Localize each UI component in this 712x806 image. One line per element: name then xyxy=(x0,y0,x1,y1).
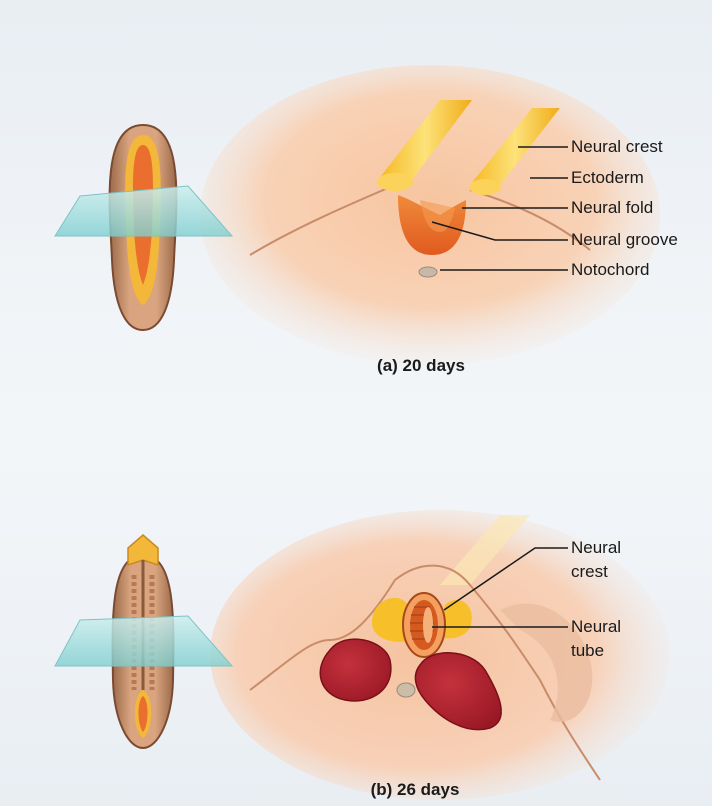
notochord-shape xyxy=(419,267,437,277)
notochord-shape-b xyxy=(397,683,415,697)
caption-panel-b: (b) 26 days xyxy=(371,780,460,800)
label-neural-crest-b-line1: Neural xyxy=(571,538,621,558)
section-plane-b xyxy=(55,616,232,666)
panel-b-embryo xyxy=(55,535,232,748)
label-neural-fold: Neural fold xyxy=(571,198,653,218)
caption-panel-a: (a) 20 days xyxy=(377,356,465,376)
label-neural-groove: Neural groove xyxy=(571,230,678,250)
label-neural-tube-line1: Neural xyxy=(571,617,621,637)
label-ectoderm: Ectoderm xyxy=(571,168,644,188)
label-notochord: Notochord xyxy=(571,260,649,280)
label-neural-crest-b-line2: crest xyxy=(571,562,608,582)
label-neural-tube-line2: tube xyxy=(571,641,604,661)
somite-left xyxy=(320,639,391,701)
label-neural-crest: Neural crest xyxy=(571,137,663,157)
panel-a-embryo xyxy=(55,125,232,330)
